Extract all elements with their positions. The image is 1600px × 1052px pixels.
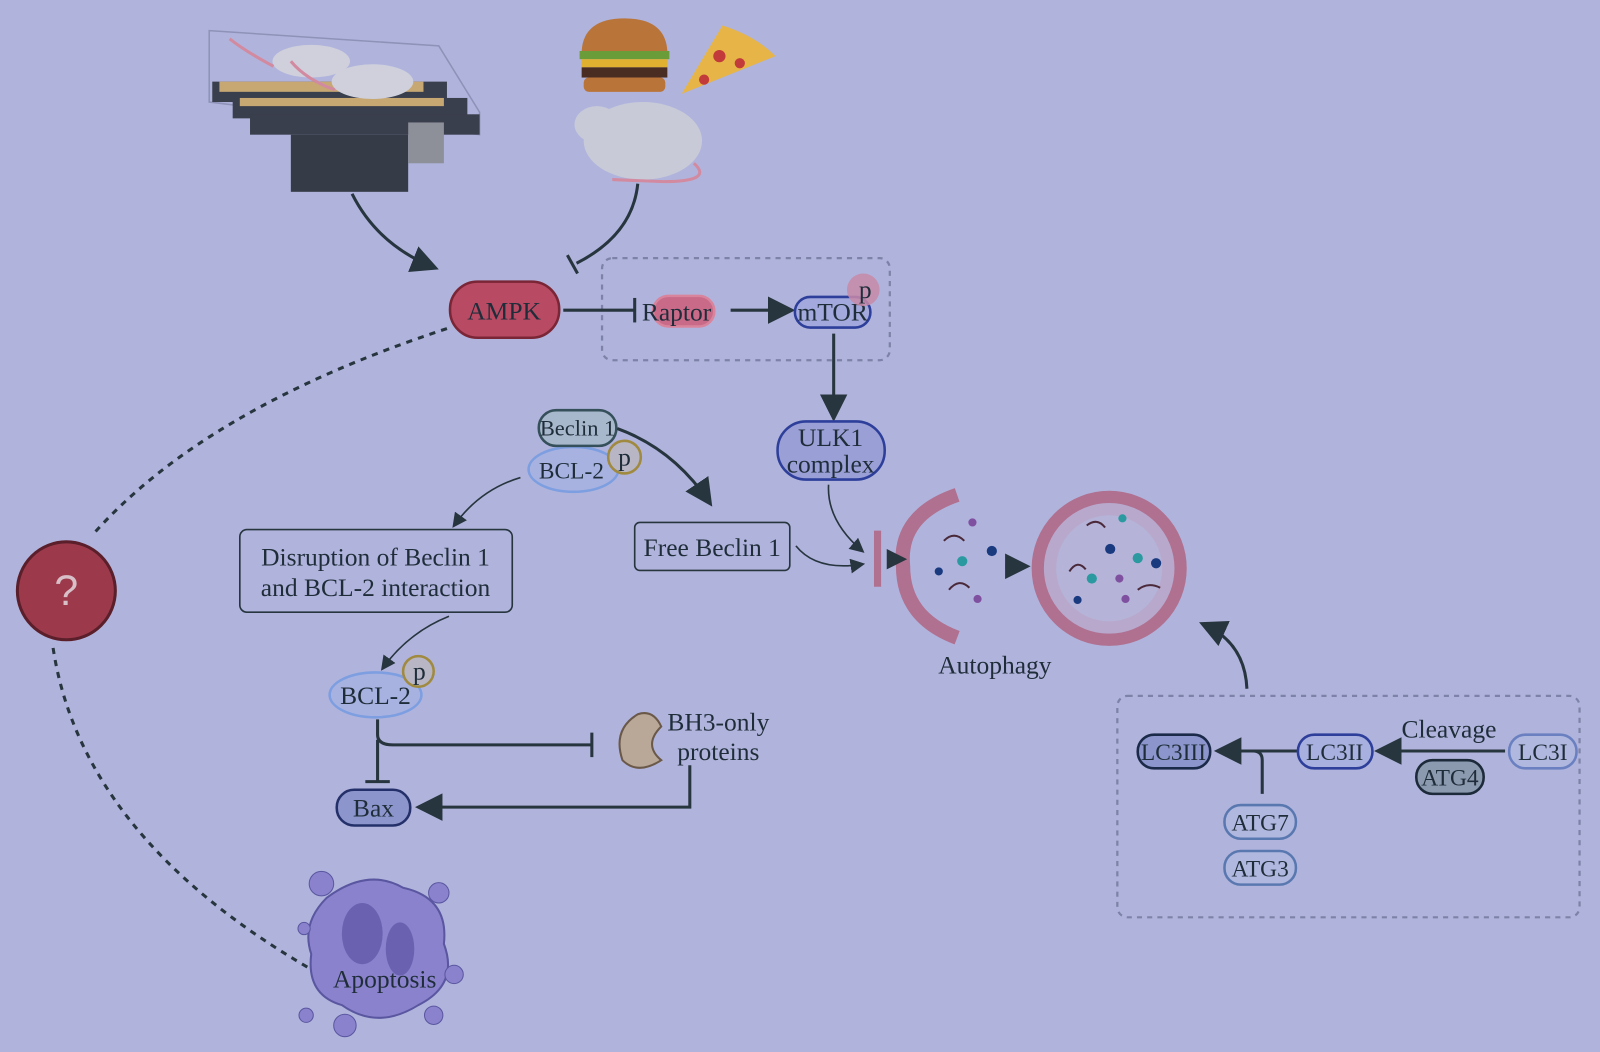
ulk1-to-autophagy-arrow (827, 484, 865, 553)
svg-text:ATG3: ATG3 (1232, 856, 1289, 882)
svg-text:Free Beclin 1: Free Beclin 1 (644, 533, 781, 562)
ulk1-complex-node: ULK1 complex (776, 420, 886, 481)
obese-rat (574, 102, 703, 184)
bcl2-node: BCL-2 p (328, 654, 435, 719)
to-disruption-arrow (452, 476, 521, 528)
lc3iii-node: LC3III (1136, 733, 1212, 770)
bh3-activates-bax (414, 765, 692, 821)
apoptotic-cell: Apoptosis (297, 870, 464, 1038)
ampk-unknown-link (90, 327, 448, 537)
svg-text:LC3I: LC3I (1518, 740, 1568, 766)
atg4-node: ATG4 (1415, 758, 1485, 796)
bax-node: Bax (335, 788, 412, 827)
svg-text:ATG7: ATG7 (1232, 811, 1290, 837)
phospho-badge: p (413, 657, 426, 686)
autophagy-label: Autophagy (938, 650, 1052, 679)
exercise-activates-arrow (350, 193, 439, 272)
ampk-node: AMPK (448, 280, 561, 340)
pizza-icon (681, 25, 776, 94)
atg7-atg3-line (1252, 749, 1264, 794)
svg-text:ATG4: ATG4 (1421, 766, 1479, 792)
atg7-node: ATG7 (1223, 803, 1298, 841)
obesity-inhibits-line (575, 183, 640, 265)
lc3-processing-box (1116, 694, 1581, 919)
svg-text:BH3-only: BH3-only (667, 708, 769, 737)
svg-text:ULK1: ULK1 (798, 423, 863, 452)
to-bcl2-arrow (380, 615, 450, 671)
svg-text:BCL-2: BCL-2 (539, 459, 604, 485)
phospho-badge: p (859, 275, 872, 304)
free-beclin1-box: Free Beclin 1 (633, 521, 791, 572)
beclin1-bcl2-complex: BCL-2 Beclin 1 p (527, 408, 643, 494)
cleavage-label: Cleavage (1402, 715, 1497, 744)
svg-text:AMPK: AMPK (467, 296, 541, 325)
disruption-box: Disruption of Beclin 1 and BCL-2 interac… (239, 528, 514, 614)
lc3ii-node: LC3II (1296, 733, 1374, 770)
bcl2-inhibits-bh3 (376, 719, 592, 747)
svg-text:?: ? (54, 567, 78, 615)
inhibit-bar (566, 254, 579, 275)
svg-text:BCL-2: BCL-2 (340, 681, 411, 710)
atg3-node: ATG3 (1223, 849, 1298, 886)
unknown-apoptosis-link (51, 647, 313, 971)
phospho-badge: p (618, 442, 631, 471)
unknown-mechanism-node[interactable]: ? (15, 540, 117, 642)
lc3i-node: LC3I (1507, 733, 1578, 770)
svg-text:Bax: Bax (353, 793, 394, 822)
svg-text:LC3III: LC3III (1141, 740, 1206, 766)
svg-text:Raptor: Raptor (642, 297, 712, 326)
autolysosome (1031, 490, 1187, 646)
treadmill-with-rats (208, 29, 481, 192)
lc3-to-autophagy-arrow (1199, 620, 1249, 689)
release-beclin-arrow (616, 427, 713, 507)
free-beclin-to-autophagy-arrow (795, 545, 866, 574)
svg-text:complex: complex (787, 449, 875, 478)
raptor-node: Raptor (642, 294, 716, 328)
burger-icon (579, 18, 670, 92)
svg-text:Beclin 1: Beclin 1 (540, 416, 615, 441)
autophagosome (873, 488, 1031, 645)
svg-text:proteins: proteins (677, 737, 759, 766)
svg-text:and BCL-2 interaction: and BCL-2 interaction (261, 573, 491, 602)
bh3-only-proteins: BH3-only proteins (618, 708, 770, 769)
mtor-node: mTOR p (793, 273, 880, 329)
svg-text:LC3II: LC3II (1306, 740, 1363, 766)
svg-text:Apoptosis: Apoptosis (333, 965, 436, 994)
svg-text:Disruption of Beclin 1: Disruption of Beclin 1 (261, 542, 490, 571)
